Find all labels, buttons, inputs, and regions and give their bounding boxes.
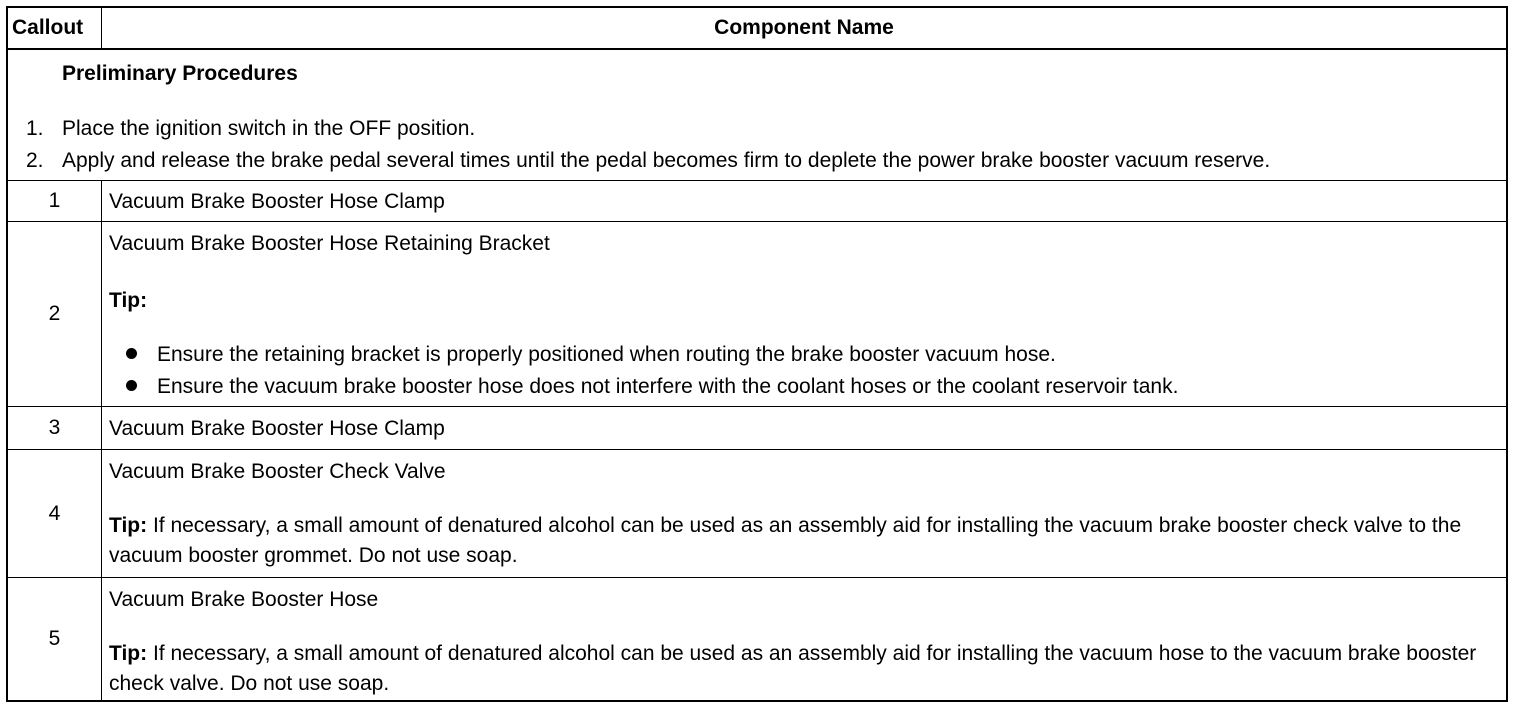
bullet-dot-icon [126,380,137,391]
component-name-cell: Vacuum Brake Booster Hose Clamp [102,181,1506,221]
step-text: Apply and release the brake pedal severa… [62,149,1271,172]
component-name-cell: Vacuum Brake Booster Check Valve Tip: If… [102,450,1506,577]
callout-number: 3 [8,407,102,449]
preliminary-procedures-row: Preliminary Procedures 1. Place the ignit… [8,50,1506,181]
component-name: Vacuum Brake Booster Hose Clamp [109,417,445,440]
step-number: 2. [26,149,44,172]
step-text: Place the ignition switch in the OFF pos… [62,117,476,140]
component-name: Vacuum Brake Booster Hose Retaining Brac… [109,232,550,255]
component-name: Vacuum Brake Booster Hose Clamp [109,190,445,213]
bullet-text: Ensure the vacuum brake booster hose doe… [157,375,1179,398]
callout-number: 4 [8,450,102,577]
table-row: 3 Vacuum Brake Booster Hose Clamp [8,407,1506,450]
table-row: 1 Vacuum Brake Booster Hose Clamp [8,181,1506,222]
tip-bullet: Ensure the retaining bracket is properly… [126,343,1056,367]
tip-label: Tip: [109,289,148,312]
component-name-cell: Vacuum Brake Booster Hose Clamp [102,407,1506,449]
step-number: 1. [26,117,44,140]
tip-label: Tip: [109,514,148,537]
table-row: 2 Vacuum Brake Booster Hose Retaining Br… [8,222,1506,407]
component-name-cell: Vacuum Brake Booster Hose Tip: If necess… [102,578,1506,700]
component-name: Vacuum Brake Booster Check Valve [109,460,446,483]
component-name-cell: Vacuum Brake Booster Hose Retaining Brac… [102,222,1506,406]
tip-text: If necessary, a small amount of denature… [109,642,1477,695]
component-name: Vacuum Brake Booster Hose [109,588,379,611]
table-header-row: Callout Component Name [8,8,1506,50]
tip-label: Tip: [109,642,148,665]
bullet-dot-icon [126,348,137,359]
preliminary-step: 1. Place the ignition switch in the OFF p… [26,117,475,141]
tip-bullet: Ensure the vacuum brake booster hose doe… [126,375,1178,399]
preliminary-title: Preliminary Procedures [62,62,298,85]
preliminary-procedures: Preliminary Procedures 1. Place the ignit… [8,50,1506,180]
table-row: 5 Vacuum Brake Booster Hose Tip: If nece… [8,578,1506,700]
table-row: 4 Vacuum Brake Booster Check Valve Tip: … [8,450,1506,578]
header-callout: Callout [8,8,102,48]
callout-number: 2 [8,222,102,406]
tip-text: If necessary, a small amount of denature… [109,514,1462,567]
callout-number: 5 [8,578,102,700]
header-component-name: Component Name [714,16,894,39]
callout-number: 1 [8,181,102,221]
procedure-table: Callout Component Name Preliminary Proce… [6,6,1508,702]
preliminary-step: 2. Apply and release the brake pedal seve… [26,149,1270,173]
tip-paragraph: Tip: If necessary, a small amount of den… [109,639,1496,699]
bullet-text: Ensure the retaining bracket is properly… [157,343,1056,366]
tip-paragraph: Tip: If necessary, a small amount of den… [109,511,1496,571]
